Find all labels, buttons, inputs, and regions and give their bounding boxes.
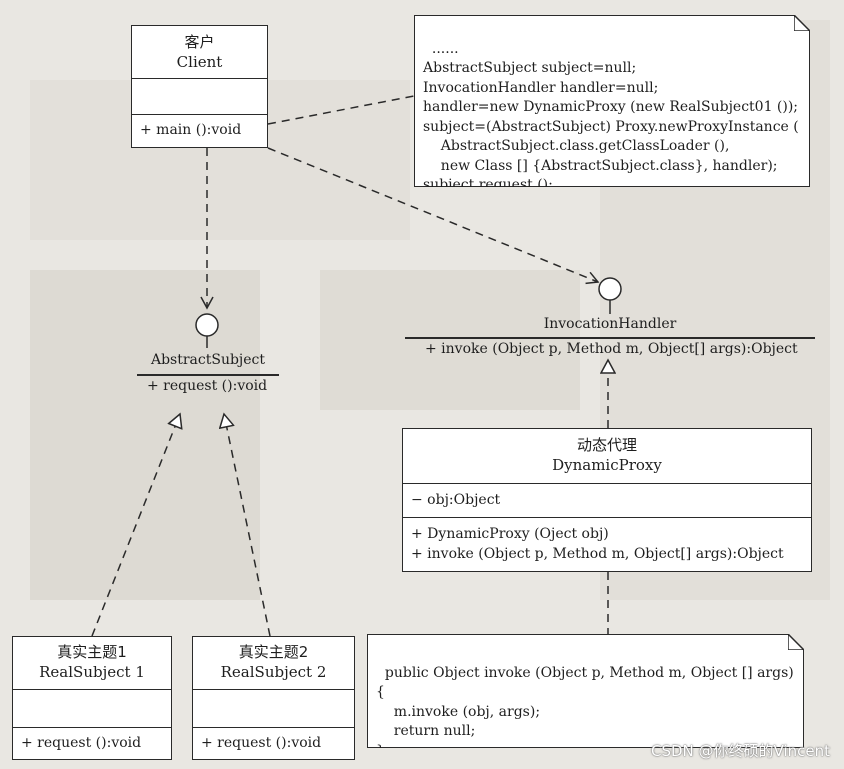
note-anchor-client [267, 95, 415, 125]
dynamicproxy-header: 动态代理 DynamicProxy [403, 429, 811, 483]
client-attributes [132, 78, 267, 114]
realsubject2-attributes [193, 689, 354, 727]
dynamicproxy-field: − obj:Object [403, 483, 811, 517]
client-name-en: Client [176, 53, 223, 71]
abstractsubject-name: AbstractSubject [150, 352, 266, 368]
invocationhandler-interface-circle [598, 277, 622, 301]
watermark: CSDN @你终硕的Vincent [650, 742, 830, 760]
dynamicproxy-method-constructor: + DynamicProxy (Oject obj) [411, 526, 609, 542]
client-method: + main ():void [132, 114, 267, 140]
invocationhandler-method: + invoke (Object p, Method m, Object[] a… [425, 341, 798, 357]
note-fold-corner [794, 15, 810, 31]
client-code-text: ...... AbstractSubject subject=null; Inv… [423, 40, 799, 193]
realsubject2-header: 真实主题2 RealSubject 2 [193, 637, 354, 689]
invocationhandler-interface[interactable]: InvocationHandler + invoke (Object p, Me… [405, 314, 815, 357]
realsubject1-attributes [13, 689, 171, 727]
dynamicproxy-class[interactable]: 动态代理 DynamicProxy − obj:Object + Dynamic… [402, 428, 812, 572]
dynamicproxy-methods: + DynamicProxy (Oject obj) + invoke (Obj… [403, 517, 811, 564]
client-code-note: ...... AbstractSubject subject=null; Inv… [414, 15, 810, 187]
client-class[interactable]: 客户 Client + main ():void [131, 25, 268, 148]
realsubject2-name-en: RealSubject 2 [220, 663, 327, 681]
client-name-cn: 客户 [184, 33, 215, 51]
realsubject1-method: + request ():void [13, 727, 171, 753]
invocationhandler-name: InvocationHandler [543, 316, 677, 332]
realsubject2-name-cn: 真实主题2 [238, 643, 309, 661]
invoke-code-note: public Object invoke (Object p, Method m… [367, 634, 804, 748]
dynamicproxy-name-en: DynamicProxy [552, 456, 662, 474]
realsubject2-method: + request ():void [193, 727, 354, 753]
realsubject1-header: 真实主题1 RealSubject 1 [13, 637, 171, 689]
abstractsubject-method: + request ():void [147, 378, 268, 394]
invoke-code-text: public Object invoke (Object p, Method m… [376, 664, 794, 759]
realsubject1-name-cn: 真实主题1 [57, 643, 127, 661]
note-fold-corner-bottom [788, 634, 804, 650]
dependency-client-invocationhandler [267, 147, 600, 285]
realsubject1-class[interactable]: 真实主题1 RealSubject 1 + request ():void [12, 636, 172, 760]
abstractsubject-interface[interactable]: AbstractSubject + request ():void [137, 350, 279, 394]
realsubject2-class[interactable]: 真实主题2 RealSubject 2 + request ():void [192, 636, 355, 760]
invocationhandler-divider [405, 337, 815, 339]
realization-realsubject1 [91, 414, 180, 637]
realsubject1-name-en: RealSubject 1 [39, 663, 145, 681]
dynamicproxy-name-cn: 动态代理 [576, 436, 637, 454]
dynamicproxy-method-invoke: + invoke (Object p, Method m, Object[] a… [411, 546, 784, 562]
abstractsubject-divider [137, 374, 279, 376]
abstractsubject-interface-circle [195, 313, 219, 337]
client-header: 客户 Client [132, 26, 267, 78]
realization-realsubject2 [224, 414, 271, 637]
